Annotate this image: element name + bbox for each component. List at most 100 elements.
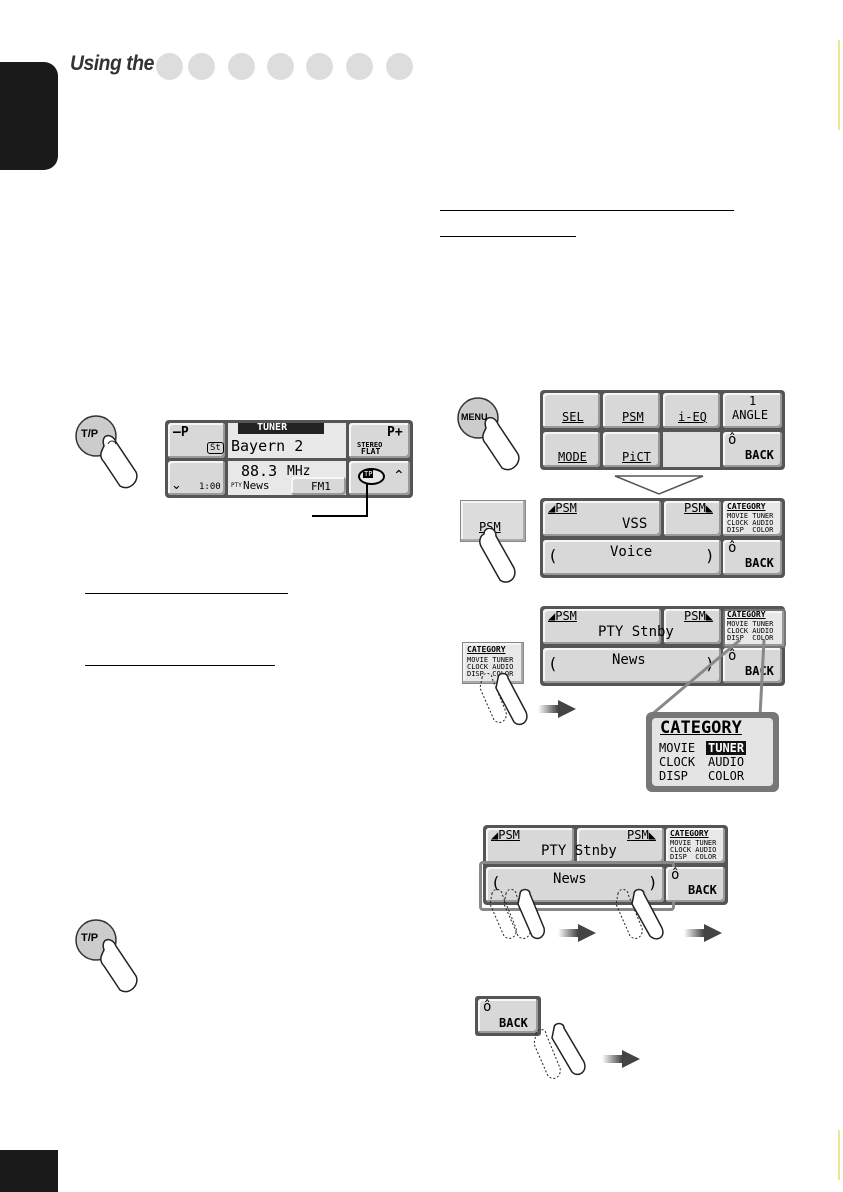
category-title: CATEGORY	[670, 829, 709, 838]
underline	[440, 236, 576, 237]
dot	[156, 53, 183, 80]
dial-icon: ô	[483, 999, 492, 1015]
psm-next-label: PSM◣	[684, 609, 713, 623]
menu-button-illustration: MENU	[456, 396, 536, 480]
back-key[interactable]	[478, 999, 538, 1033]
back-key[interactable]	[723, 540, 782, 575]
menu-label: MENU	[461, 412, 488, 422]
pty-value: News	[243, 479, 270, 492]
category-tuner-selected: TUNER	[706, 741, 747, 755]
sel-key[interactable]	[543, 393, 600, 428]
pict-key[interactable]	[603, 432, 660, 467]
back-key[interactable]	[723, 648, 782, 683]
psm-item: PTY Stnby	[598, 624, 674, 640]
dot	[267, 53, 294, 80]
category-row: CLOCK AUDIO	[727, 627, 774, 635]
rotate-right-icon: )	[705, 654, 715, 673]
psm-prev-key[interactable]	[543, 609, 661, 644]
category-movie: MOVIE	[659, 741, 696, 755]
stereo-indicator: St	[207, 442, 224, 454]
language-tab	[0, 62, 58, 170]
back-key[interactable]	[666, 867, 725, 902]
back-label: BACK	[745, 448, 774, 462]
page-title: Using the	[70, 52, 154, 75]
band-label: FM1	[311, 480, 331, 493]
back-label: BACK	[499, 1016, 528, 1030]
callout-line	[366, 483, 368, 516]
category-key[interactable]	[723, 609, 786, 648]
value-key[interactable]	[543, 648, 721, 683]
category-key[interactable]	[666, 828, 725, 863]
empty-slot	[663, 432, 720, 467]
arrow-tail	[558, 929, 578, 937]
psm-prev-key[interactable]	[486, 828, 574, 863]
category-row: MOVIE TUNER	[670, 839, 717, 847]
tp-button-illustration: T/P	[74, 414, 154, 498]
mode-key[interactable]	[543, 432, 600, 467]
seek-down-key[interactable]	[168, 461, 225, 495]
chevron-up-icon: ⌃	[393, 468, 405, 484]
psm-prev-key[interactable]	[543, 501, 661, 536]
finger-swipe-left-illustration	[486, 884, 566, 948]
right-arrow-icon	[558, 700, 576, 718]
angle-label: ANGLE	[732, 408, 769, 422]
dial-icon: ô	[728, 432, 737, 448]
category-disp: DISP	[659, 769, 688, 783]
dial-icon: ô	[728, 540, 737, 556]
right-arrow-icon	[704, 924, 722, 942]
psm-key[interactable]	[603, 393, 660, 428]
category-row: CLOCK AUDIO	[670, 846, 717, 854]
category-row: DISP COLOR	[727, 526, 774, 534]
category-row: MOVIE TUNER	[467, 656, 514, 664]
stereo-label: STEREO	[357, 441, 383, 449]
arrow-tail	[684, 929, 704, 937]
back-button-illustration: ô BACK	[475, 996, 541, 1036]
psm-item: VSS	[622, 516, 648, 532]
plus-p-label: P+	[387, 425, 403, 440]
chevron-down-icon: ⌄	[171, 478, 182, 493]
psm-next-key[interactable]	[664, 609, 721, 644]
angle-key[interactable]	[723, 393, 782, 428]
minus-p-label: –P	[173, 425, 189, 440]
category-audio: AUDIO	[708, 755, 745, 769]
psm-next-key[interactable]	[664, 501, 721, 536]
mode-label: MODE	[558, 450, 587, 464]
angle-number: 1	[749, 394, 757, 408]
psm-value: Voice	[610, 544, 653, 560]
category-button-illustration	[462, 642, 524, 684]
rotate-left-icon: (	[548, 654, 558, 673]
value-key[interactable]	[543, 540, 721, 575]
clock-display: 1:00	[199, 482, 221, 492]
category-key[interactable]	[723, 501, 782, 536]
edge-mark	[838, 1130, 840, 1180]
finger-swipe-illustration	[476, 672, 546, 736]
finger-illustration	[474, 527, 534, 592]
preset-up-key[interactable]	[349, 423, 410, 458]
dot	[228, 53, 255, 80]
category-row: CLOCK AUDIO	[727, 519, 774, 527]
dial-icon: ô	[671, 867, 680, 883]
menu-screen: SEL PSM i-EQ 1 ANGLE MODE PiCT ô BACK	[540, 390, 785, 470]
psm-prev-label: ◢PSM	[548, 501, 577, 515]
psm-next-key[interactable]	[577, 828, 664, 863]
back-key[interactable]	[723, 432, 782, 467]
back-label: BACK	[745, 556, 774, 570]
psm-item: PTY Stnby	[541, 843, 617, 859]
rotate-left-icon: (	[548, 546, 558, 565]
pty-tag: PTY	[231, 482, 242, 489]
zoom-lines	[640, 638, 780, 724]
frequency-unit: MHz	[287, 464, 311, 479]
finger-swipe-right-illustration	[612, 884, 682, 948]
tp-button-illustration-2: T/P	[74, 918, 154, 1002]
down-arrow-icon	[613, 474, 705, 500]
preset-down-key[interactable]	[168, 423, 225, 458]
rotate-right-icon: )	[648, 873, 658, 892]
band-key[interactable]	[291, 477, 346, 495]
category-row: MOVIE TUNER	[727, 512, 774, 520]
rotate-right-icon: )	[705, 546, 715, 565]
station-name: Bayern 2	[231, 437, 304, 455]
tuner-display: –P St TUNER Bayern 2 P+ STEREO FLAT ⌄ 1:…	[165, 420, 413, 498]
ieq-key[interactable]	[663, 393, 720, 428]
psm-value: News	[553, 871, 587, 887]
underline	[440, 210, 734, 211]
